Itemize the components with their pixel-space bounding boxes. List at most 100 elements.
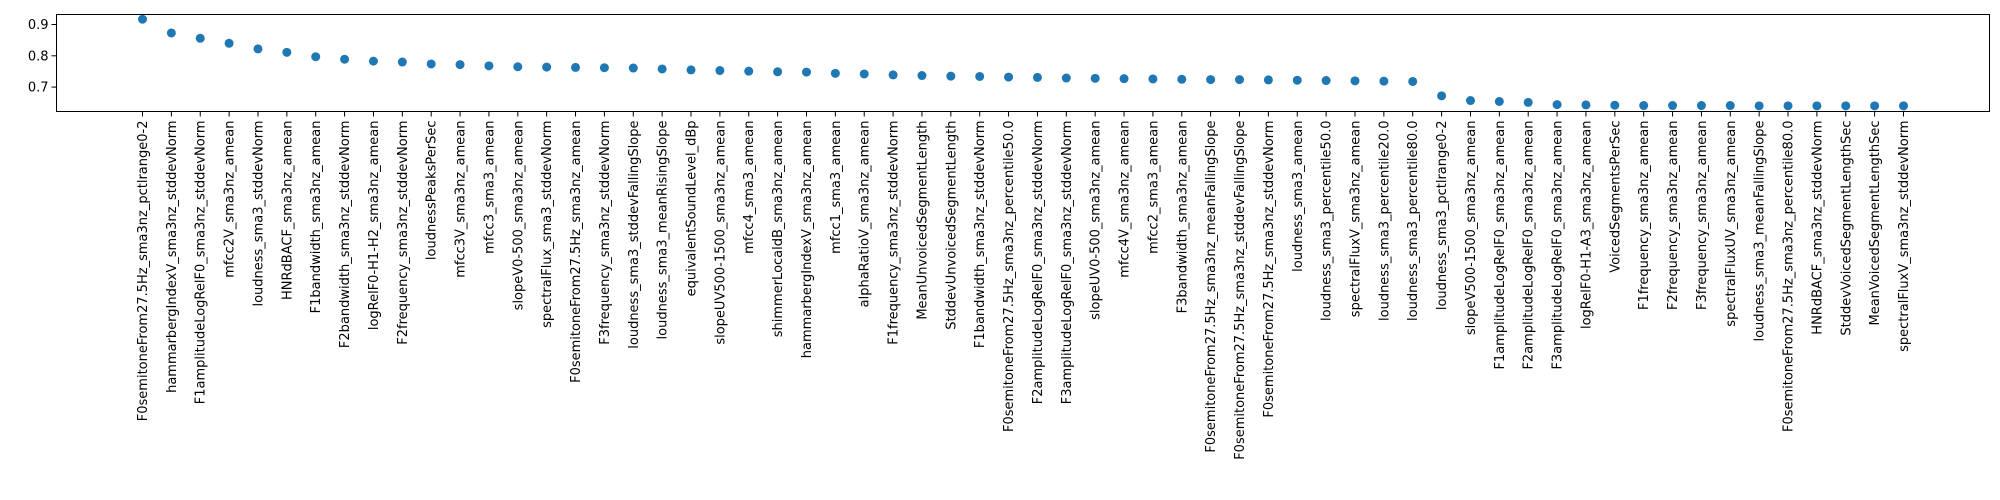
data-point [282, 47, 292, 57]
data-point [368, 56, 378, 66]
data-point [1841, 101, 1851, 111]
x-tick-label: StddevVoicedSegmentLengthSec [1839, 121, 1854, 336]
x-tick-label: shimmerLocaldB_sma3nz_amean [771, 121, 786, 338]
x-tick-label: slopeV0-500_sma3nz_amean [511, 121, 526, 311]
data-point [253, 44, 263, 54]
x-tick-label: mfcc1_sma3_amean [829, 121, 844, 254]
x-tick-label: F1bandwidth_sma3nz_amean [309, 121, 324, 314]
x-tick-label: mfcc3_sma3_amean [482, 121, 497, 254]
data-point [1552, 100, 1562, 110]
x-tick-label: logRelF0-H1-A3_sma3nz_amean [1579, 121, 1594, 330]
x-tick-label: loudness_sma3_stddevNorm [251, 121, 266, 307]
x-tick-label: F0semitoneFrom27.5Hz_sma3nz_pctlrange0-2 [136, 121, 151, 422]
data-point [1090, 73, 1100, 83]
x-tick-label: F3frequency_sma3nz_stddevNorm [598, 121, 613, 345]
data-point [195, 33, 205, 43]
x-tick-label: loudness_sma3_meanRisingSlope [656, 120, 671, 339]
x-tick-label: F0semitoneFrom27.5Hz_sma3nz_meanFallingS… [1204, 121, 1219, 453]
x-tick-label: F0semitoneFrom27.5Hz_sma3nz_percentile80… [1782, 121, 1797, 433]
data-point [1725, 101, 1735, 111]
data-point [542, 62, 552, 72]
x-tick-label: loudness_sma3_percentile20.0 [1377, 121, 1392, 321]
data-point [1523, 97, 1533, 107]
x-tick-label: F3bandwidth_sma3nz_amean [1175, 121, 1190, 314]
data-point [975, 71, 985, 81]
x-tick-label: F1frequency_sma3nz_stddevNorm [887, 121, 902, 345]
y-tick-label: 0.7 [28, 81, 49, 96]
data-point [1235, 75, 1245, 85]
x-tick-label: F0semitoneFrom27.5Hz_sma3nz_percentile50… [1002, 121, 1017, 433]
data-point [1004, 72, 1014, 82]
x-tick-label: slopeV500-1500_sma3nz_amean [1464, 121, 1479, 336]
data-point [1206, 75, 1216, 85]
y-tick-label: 0.8 [28, 49, 49, 64]
data-point [1581, 100, 1591, 110]
x-tick-label: F0semitoneFrom27.5Hz_sma3nz_stddevFallin… [1233, 121, 1248, 460]
data-point [859, 69, 869, 79]
x-tick-label: loudness_sma3_pctlrange0-2 [1435, 121, 1450, 311]
x-tick-label: F2bandwidth_sma3nz_stddevNorm [338, 121, 353, 349]
data-point [426, 59, 436, 69]
x-tick-label: F1bandwidth_sma3nz_stddevNorm [973, 121, 988, 349]
x-tick-label: spectralFlux_sma3_stddevNorm [540, 121, 555, 328]
x-tick-label: mfcc4V_sma3nz_amean [1118, 121, 1133, 278]
data-point [1899, 101, 1908, 111]
data-point [888, 70, 898, 80]
data-point [1119, 74, 1129, 84]
data-point [1408, 76, 1418, 86]
x-tick-label: F1amplitudeLogRelF0_sma3nz_stddevNorm [194, 121, 209, 405]
data-point [1437, 91, 1447, 101]
x-tick-label: mfcc4_sma3_amean [742, 121, 757, 254]
data-point [397, 57, 407, 67]
data-point [1292, 75, 1302, 85]
x-tick-label: F2frequency_sma3nz_amean [1666, 121, 1681, 311]
x-tick-label: loudness_sma3_amean [1291, 121, 1306, 272]
data-point [715, 66, 725, 76]
data-point [801, 67, 811, 77]
x-tick-label: F0semitoneFrom27.5Hz_sma3nz_amean [569, 121, 584, 383]
data-point [657, 64, 667, 74]
data-point [1610, 100, 1620, 110]
x-tick-label: loudness_sma3_stddevFallingSlope [627, 121, 642, 349]
x-axis-ticks: F0semitoneFrom27.5Hz_sma3nz_pctlrange0-2… [136, 111, 1912, 460]
data-point [1148, 74, 1158, 84]
data-points [138, 14, 1908, 111]
x-tick-label: loudness_sma3_percentile80.0 [1406, 121, 1421, 321]
x-tick-label: logRelF0-H1-H2_sma3nz_amean [367, 121, 382, 331]
data-point [1379, 76, 1389, 86]
plot-frame [56, 14, 1990, 112]
x-tick-label: F3amplitudeLogRelF0_sma3nz_stddevNorm [1060, 121, 1075, 405]
data-point [744, 66, 754, 76]
x-tick-label: mfcc3V_sma3nz_amean [454, 121, 469, 278]
x-tick-label: F3frequency_sma3nz_amean [1695, 121, 1710, 311]
data-point [513, 62, 523, 72]
data-point [1061, 73, 1071, 83]
data-point [1668, 101, 1678, 111]
data-point [1870, 101, 1880, 111]
x-tick-label: spectralFluxV_sma3nz_amean [1348, 121, 1363, 318]
data-point [1263, 75, 1273, 85]
x-tick-label: spectralFluxUV_sma3nz_amean [1724, 121, 1739, 327]
data-point [1754, 101, 1764, 111]
data-point [311, 52, 321, 62]
x-tick-label: loudness_sma3_percentile50.0 [1320, 121, 1335, 321]
data-point [138, 14, 147, 24]
x-tick-label: F2amplitudeLogRelF0_sma3nz_amean [1522, 121, 1537, 370]
x-tick-label: mfcc2_sma3_amean [1146, 121, 1161, 254]
x-tick-label: hammarbergIndexV_sma3nz_stddevNorm [165, 121, 180, 393]
x-tick-label: hammarbergIndexV_sma3nz_amean [800, 121, 815, 359]
x-tick-label: mfcc2V_sma3nz_amean [223, 121, 238, 278]
x-tick-label: F2frequency_sma3nz_stddevNorm [396, 121, 411, 345]
x-tick-label: F2amplitudeLogRelF0_sma3nz_stddevNorm [1031, 121, 1046, 405]
x-tick-label: alphaRatioV_sma3nz_amean [858, 121, 873, 308]
data-point [1812, 101, 1822, 111]
data-point [773, 67, 783, 77]
data-point [686, 65, 696, 75]
data-point [1032, 72, 1042, 82]
data-point [946, 71, 956, 81]
data-point [917, 71, 927, 81]
x-tick-label: F1amplitudeLogRelF0_sma3nz_amean [1493, 121, 1508, 370]
data-point [1696, 101, 1706, 111]
x-tick-label: slopeUV500-1500_sma3nz_amean [713, 121, 728, 345]
